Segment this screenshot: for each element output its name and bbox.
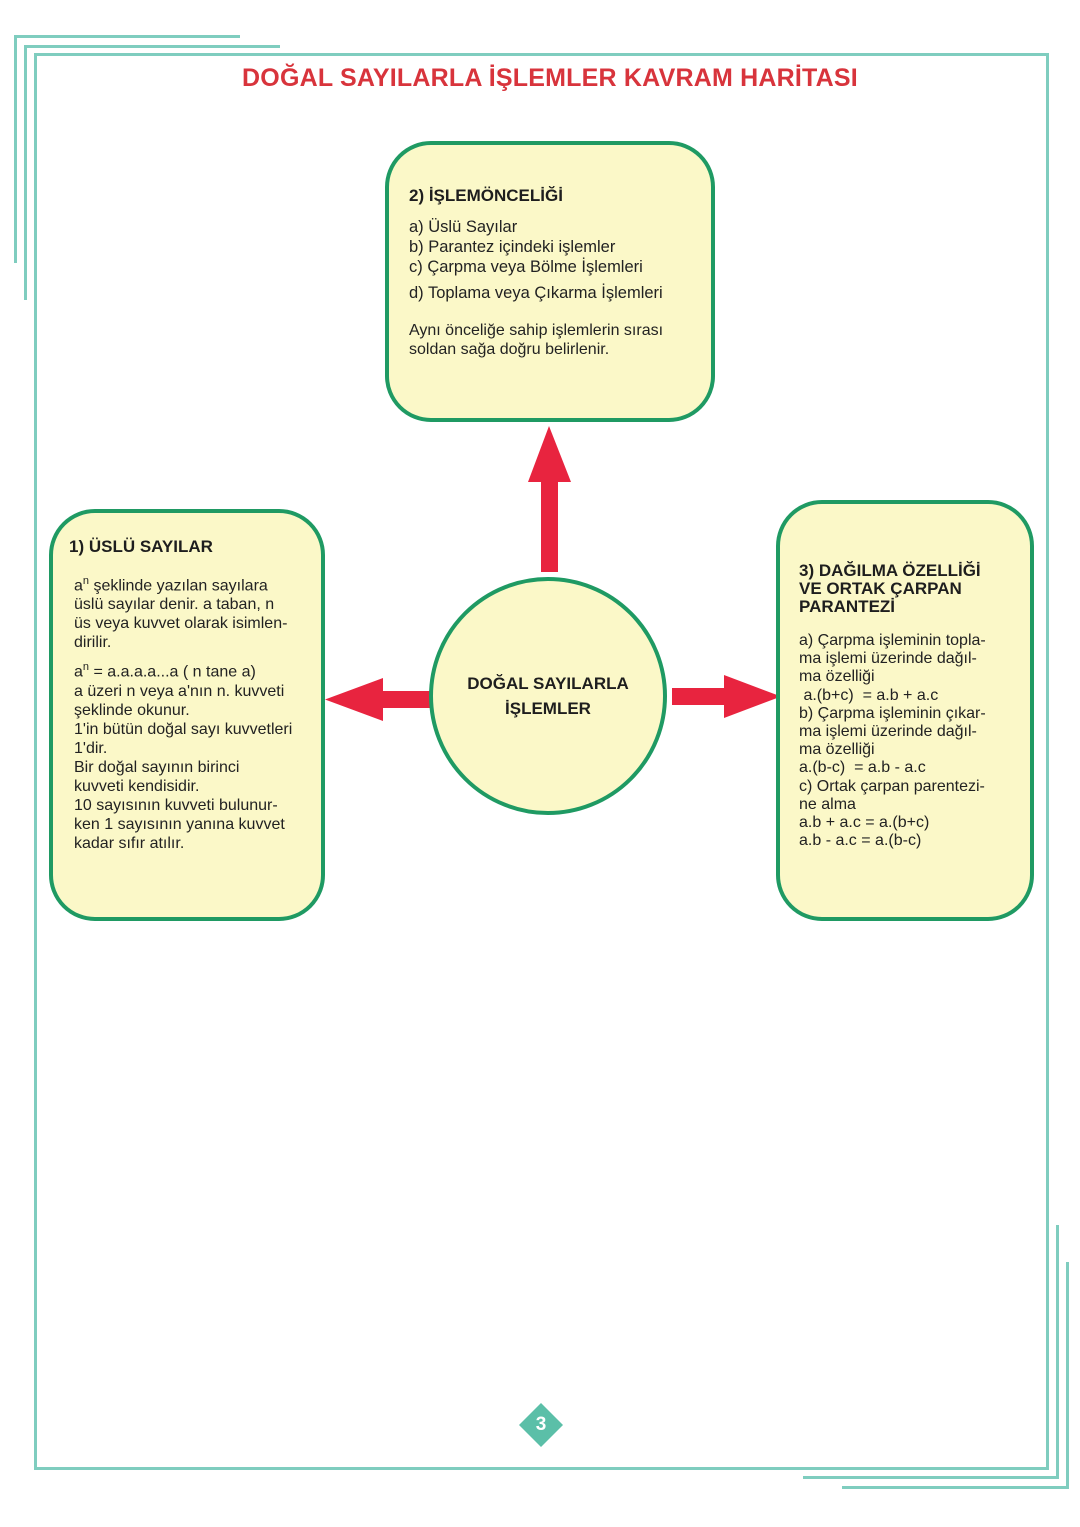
islem-onceligi-title: 2) İŞLEMÖNCELİĞİ: [409, 186, 563, 205]
frame-br-outer-right: [1066, 1262, 1069, 1489]
arrow-up: [528, 426, 571, 572]
text-line: 1'dir.: [74, 739, 108, 757]
title-line: 3) DAĞILMA ÖZELLİĞİ: [799, 561, 981, 580]
text-line: üslü sayılar denir. a taban, n: [74, 596, 275, 614]
text-fragment: = a.a.a.a...a ( n tane a): [89, 663, 256, 681]
box-uslu-sayilar: 1) ÜSLÜ SAYILAR an şeklinde yazılan sayı…: [49, 509, 325, 921]
list-item: a) Üslü Sayılar: [409, 218, 518, 236]
box-islem-onceligi: 2) İŞLEMÖNCELİĞİ a) Üslü Sayılar b) Para…: [385, 141, 715, 422]
note-line: Aynı önceliğe sahip işlemlerin sırası: [409, 322, 664, 339]
power-base: a: [74, 663, 83, 681]
arrow-right: [672, 675, 781, 718]
text-line: kadar sıfır atılır.: [74, 834, 185, 852]
page-title: DOĞAL SAYILARLA İŞLEMLER KAVRAM HARİTASI: [242, 64, 858, 92]
power-base: a: [74, 577, 83, 595]
text-line: ma özelliği: [799, 741, 875, 759]
power-exponent: n: [82, 575, 90, 587]
text-line: a üzeri n veya a'nın n. kuvveti: [74, 682, 285, 700]
frame-main-right: [1046, 53, 1049, 1470]
center-node: DOĞAL SAYILARLA İŞLEMLER: [429, 577, 667, 815]
islem-onceligi-note: Aynı önceliğe sahip işlemlerin sırası so…: [409, 321, 691, 359]
list-item: c) Çarpma veya Bölme İşlemleri: [409, 258, 643, 276]
title-line: PARANTEZİ: [799, 597, 896, 616]
text-line: dirilir.: [74, 634, 112, 652]
frame-br-inner-right: [1056, 1225, 1059, 1478]
frame-br-outer-bottom: [842, 1486, 1069, 1489]
list-item: b) Parantez içindeki işlemler: [409, 238, 616, 256]
text-line: ma işlemi üzerinde dağıl-: [799, 650, 977, 668]
list-item: d) Toplama veya Çıkarma İşlemleri: [409, 284, 663, 302]
text-line: a) Çarpma işleminin topla-: [799, 632, 986, 649]
text-line: üs veya kuvvet olarak isimlen-: [74, 615, 288, 633]
frame-inner-top-short: [24, 45, 280, 48]
text-line: a.b - a.c = a.(b-c): [799, 832, 922, 850]
frame-main-bottom: [34, 1467, 1049, 1470]
frame-outer-top: [14, 35, 240, 38]
text-line: ma özelliği: [799, 668, 875, 686]
dagilma-body: a) Çarpma işleminin topla- ma işlemi üze…: [799, 632, 1012, 850]
page-number-badge: 3: [517, 1401, 565, 1449]
center-label-line2: İŞLEMLER: [505, 699, 591, 718]
text-line: Bir doğal sayının birinci: [74, 758, 240, 776]
frame-outer-left: [14, 35, 17, 263]
islem-onceligi-list: a) Üslü Sayılar b) Parantez içindeki işl…: [409, 217, 691, 303]
page-number: 3: [535, 1414, 547, 1435]
uslu-sayilar-body: an şeklinde yazılan sayılara üslü sayıla…: [69, 572, 301, 853]
text-line: 1'in bütün doğal sayı kuvvetleri: [74, 720, 293, 738]
text-line: b) Çarpma işleminin çıkar-: [799, 704, 986, 722]
frame-inner-left-short: [24, 45, 27, 300]
text-line: şeklinde okunur.: [74, 701, 190, 719]
text-line: kuvveti kendisidir.: [74, 777, 200, 795]
dagilma-title: 3) DAĞILMA ÖZELLİĞİ VE ORTAK ÇARPAN PARA…: [799, 562, 1012, 616]
text-line: c) Ortak çarpan parentezi-: [799, 777, 985, 795]
uslu-sayilar-title: 1) ÜSLÜ SAYILAR: [69, 537, 213, 556]
text-line: a.b + a.c = a.(b+c): [799, 814, 930, 832]
note-line: soldan sağa doğru belirlenir.: [409, 341, 610, 358]
power-exponent: n: [82, 661, 90, 674]
center-label: DOĞAL SAYILARLA İŞLEMLER: [467, 671, 629, 721]
arrow-left: [325, 678, 430, 721]
text-line: ma işlemi üzerinde dağıl-: [799, 723, 977, 741]
text-line: a.(b-c) = a.b - a.c: [799, 759, 926, 777]
text-line: an = a.a.a.a...a ( n tane a): [74, 658, 301, 681]
center-label-line1: DOĞAL SAYILARLA: [467, 674, 629, 693]
text-line: an şeklinde yazılan sayılara: [74, 572, 301, 595]
text-line: ken 1 sayısının yanına kuvvet: [74, 815, 285, 833]
box-dagilma-ozelligi: 3) DAĞILMA ÖZELLİĞİ VE ORTAK ÇARPAN PARA…: [776, 500, 1034, 921]
text-line: 10 sayısının kuvveti bulunur-: [74, 796, 278, 814]
text-line: a.(b+c) = a.b + a.c: [799, 686, 939, 704]
text-line: ne alma: [799, 795, 856, 813]
diamond-icon: [519, 1403, 563, 1447]
title-line: VE ORTAK ÇARPAN: [799, 579, 962, 598]
frame-main-left: [34, 53, 37, 1470]
text-fragment: şeklinde yazılan sayılara: [89, 577, 268, 595]
frame-main-top: [34, 53, 1049, 56]
frame-br-inner-bottom: [803, 1476, 1059, 1479]
